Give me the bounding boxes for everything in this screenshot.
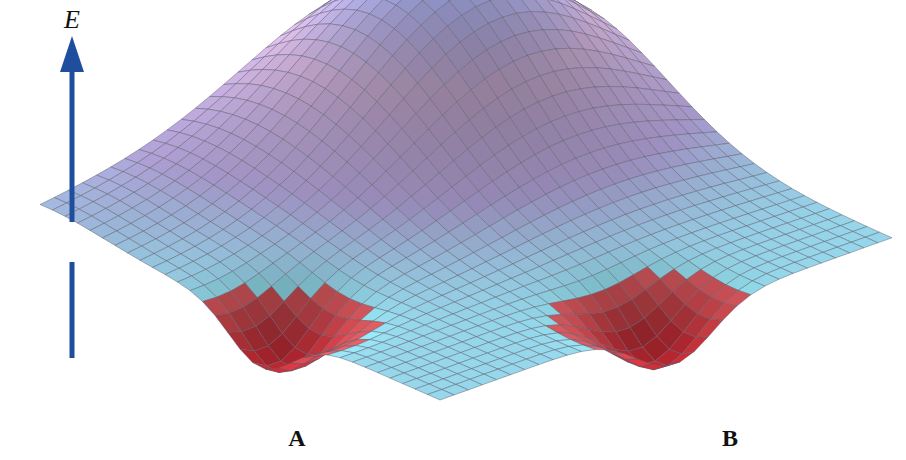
mesh-cell [240,349,267,366]
axis-segment [70,262,75,358]
mesh-cell [428,390,455,401]
mesh-cell [682,337,709,355]
mesh-cell [710,303,737,320]
mesh-cell [228,332,255,351]
axis-segment [70,68,75,222]
minimum-label: B [722,426,738,450]
mesh-cell [668,351,695,365]
mesh-cell [278,363,305,371]
mesh-cell [203,297,230,315]
energy-axis [60,36,84,358]
mesh-cell [215,313,242,332]
mesh-cell [611,352,638,360]
mesh-cell [625,359,652,367]
mesh-cell [696,319,723,337]
surface-mesh [40,0,892,400]
axis-arrowhead [60,36,84,72]
minimum-label: A [288,426,305,450]
axis-label: E [64,7,80,33]
